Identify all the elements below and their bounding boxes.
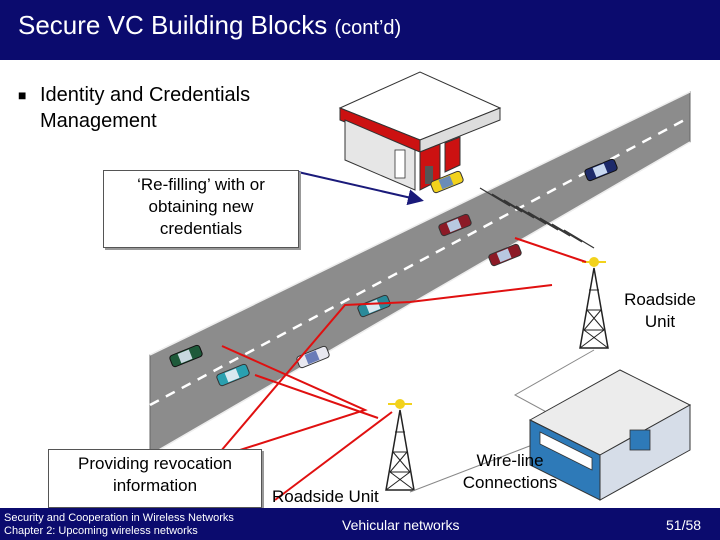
car-icon-teal-2	[216, 363, 250, 387]
revocation-callout-line2: information	[112, 476, 198, 495]
car-icon-red-2	[488, 243, 522, 267]
wireline-to-center	[409, 441, 541, 493]
revocation-line-tower	[214, 284, 553, 459]
car-icon-yellow	[430, 170, 464, 194]
revocation-callout-line1: Providing revocation	[77, 454, 233, 473]
roadside-unit-tower-right	[579, 257, 609, 349]
revocation-arrow-up	[214, 345, 368, 459]
crosswalk	[479, 187, 595, 249]
vehicle-to-rsu-right-line	[514, 237, 587, 263]
title-suffix: (cont’d)	[334, 17, 402, 39]
refill-callout-line2: obtaining new	[148, 197, 254, 216]
car-icon-red-1	[438, 213, 472, 237]
footer-course-line2: Chapter 2: Upcoming wireless networks	[4, 525, 198, 537]
footer-course-line1: Security and Cooperation in Wireless Net…	[4, 512, 234, 524]
road-edge-top	[149, 91, 691, 356]
bullet-item: ■ Identity and Credentials Management	[18, 82, 340, 134]
refill-callout-line3: credentials	[159, 219, 243, 238]
slide-title: Secure VC Building Blocks (cont’d)	[18, 10, 401, 41]
roadside-unit-right-label: Roadside Unit	[612, 289, 708, 333]
revocation-arrow-center	[274, 411, 393, 501]
car-icon-green	[169, 344, 203, 368]
vehicle-to-rsu-line	[254, 374, 379, 419]
revocation-callout-box: Providing revocation information	[48, 449, 262, 508]
roadside-unit-center-label: Roadside Unit	[272, 487, 379, 506]
refill-callout-line1: ‘Re-filling’ with or	[137, 175, 265, 194]
roadside-unit-right-line1: Roadside	[624, 290, 696, 309]
page-number: 51/58	[666, 517, 702, 533]
car-icon-navy-top	[584, 158, 618, 182]
footer-topic: Vehicular networks	[342, 517, 460, 533]
bullet-text-line1: Identity and Credentials	[40, 84, 251, 106]
car-icon-white	[296, 345, 330, 369]
wireline-line2: Connections	[462, 473, 558, 492]
title-main: Secure VC Building Blocks	[18, 10, 328, 40]
bullet-text-line2: Management	[40, 110, 157, 132]
refill-callout-box: ‘Re-filling’ with or obtaining new crede…	[103, 170, 299, 248]
wireline-label: Wire-line Connections	[448, 450, 572, 494]
scene-illustration	[149, 71, 692, 501]
roadside-unit-right-line2: Unit	[644, 312, 676, 331]
road-edge-bottom	[149, 141, 691, 456]
title-bar: Secure VC Building Blocks (cont’d)	[0, 0, 720, 60]
gas-station-icon	[338, 71, 502, 191]
refill-arrow	[297, 171, 424, 206]
office-building-icon	[528, 369, 692, 501]
bullet-square-icon: ■	[18, 87, 27, 103]
wireline-line1: Wire-line	[476, 451, 544, 470]
roadside-unit-tower-center	[385, 399, 415, 491]
footer-course-info: Security and Cooperation in Wireless Net…	[4, 512, 234, 538]
footer-bar: Security and Cooperation in Wireless Net…	[0, 508, 720, 540]
